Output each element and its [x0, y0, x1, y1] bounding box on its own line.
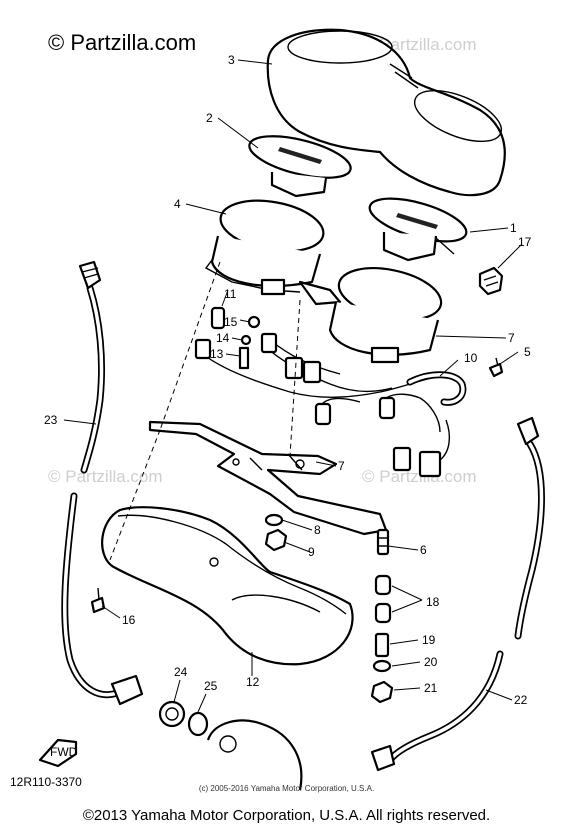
bulb-socket-11 — [210, 306, 226, 330]
callout-24: 24 — [174, 665, 188, 679]
screw-16 — [90, 587, 106, 614]
callout-12: 12 — [246, 675, 260, 689]
callout-7-upper: 7 — [508, 331, 515, 345]
callout-4: 4 — [174, 197, 181, 211]
callout-3: 3 — [228, 53, 235, 67]
assembly-line-1 — [159, 261, 221, 431]
meter-case-lower — [101, 506, 354, 666]
callout-1: 1 — [510, 221, 517, 235]
meter-cover-upper — [266, 28, 506, 197]
callout-10: 10 — [464, 351, 478, 365]
callout-19: 19 — [422, 633, 436, 647]
wire-harness — [194, 332, 467, 478]
damper-8 — [264, 513, 284, 527]
callout-16: 16 — [122, 613, 136, 627]
callout-6: 6 — [420, 543, 427, 557]
footer-copyright: ©2013 Yamaha Motor Corporation, U.S.A. A… — [82, 807, 491, 824]
forward-arrow-label: FWD — [50, 745, 78, 759]
forward-arrow-icon: FWD — [38, 738, 78, 768]
callout-7: 7 — [338, 459, 345, 473]
callout-11: 11 — [224, 287, 237, 301]
meter-bracket-link — [298, 280, 342, 306]
speedometer-cable — [370, 416, 545, 772]
callout-15: 15 — [224, 315, 238, 329]
grommet-25 — [187, 711, 209, 737]
nut-9 — [264, 528, 288, 552]
grommet-18 — [374, 574, 392, 624]
callout-18: 18 — [426, 595, 440, 609]
callout-9: 9 — [308, 545, 315, 559]
watermark-faint-left: © Partzilla.com — [48, 467, 163, 486]
callout-14: 14 — [216, 331, 230, 345]
cable-clamp-24 — [158, 700, 186, 728]
callout-5: 5 — [524, 345, 531, 359]
assembly-line-2 — [289, 299, 301, 457]
bolt-6 — [376, 528, 390, 556]
watermark-faint-right: © Partzilla.com — [362, 467, 477, 486]
speedometer-housing — [328, 267, 443, 364]
nut-21 — [370, 680, 394, 704]
diagram-code: 12R110-3370 — [10, 775, 82, 789]
callout-20: 20 — [424, 655, 438, 669]
watermark-logo: © Partzilla.com — [48, 30, 196, 55]
tachometer-housing — [204, 199, 325, 296]
leader-lines — [63, 59, 523, 713]
callout-25: 25 — [204, 679, 218, 693]
small-copyright: (c) 2005-2016 Yamaha Motor Corporation, … — [198, 784, 375, 793]
callout-13: 13 — [210, 347, 224, 361]
callout-21: 21 — [424, 681, 438, 695]
frame-partial — [206, 719, 303, 791]
collar-19 — [374, 632, 390, 658]
tachometer-cable — [61, 260, 144, 706]
callout-17: 17 — [518, 235, 532, 249]
callout-8: 8 — [314, 523, 321, 537]
washer-15 — [247, 315, 261, 329]
trip-reset-knob — [478, 266, 504, 296]
speedometer-panel — [368, 197, 468, 262]
callout-23: 23 — [44, 413, 58, 427]
washer-20 — [372, 659, 392, 673]
screw-5 — [488, 357, 504, 378]
meter-bracket-main — [148, 420, 388, 536]
callout-2: 2 — [206, 111, 213, 125]
nut-14 — [240, 334, 252, 346]
tachometer-panel — [248, 135, 352, 198]
stud-bolt-13 — [238, 346, 250, 370]
callout-22: 22 — [514, 693, 528, 707]
